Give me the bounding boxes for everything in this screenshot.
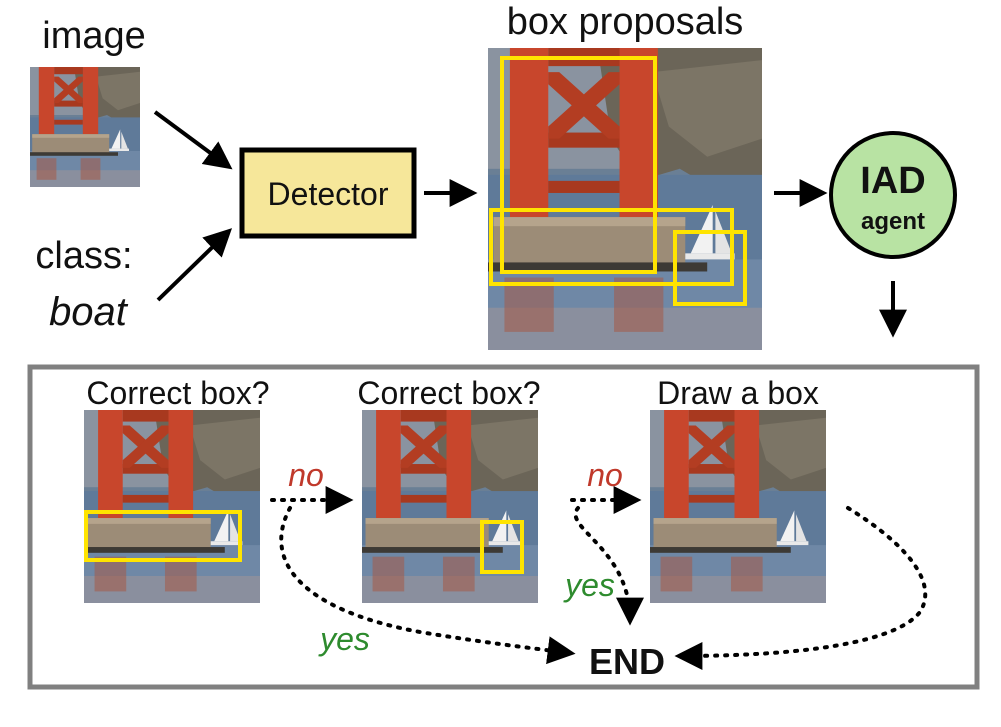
class-value: boat: [49, 290, 129, 334]
agent-label-main: IAD: [860, 160, 925, 202]
image-label: image: [42, 15, 146, 57]
detector-label: Detector: [268, 176, 389, 212]
flow-step3-to-end: [674, 506, 928, 670]
arrow-image-to-detector: [153, 110, 233, 170]
step1-box: [84, 510, 242, 562]
proposals-label: box proposals: [507, 1, 744, 43]
step2-label: Correct box?: [357, 375, 540, 411]
flow-yes-step2-to-end: [573, 506, 644, 626]
end-label: END: [589, 641, 665, 682]
step2-box: [480, 520, 524, 574]
yes-label-2: yes: [563, 567, 615, 603]
proposal-box-boat: [673, 230, 747, 306]
proposal-box-pier: [489, 208, 734, 286]
step1-label: Correct box?: [86, 375, 269, 411]
proposal-box-tower: [500, 56, 657, 274]
step3-image: [650, 410, 826, 603]
class-label: class:: [35, 235, 132, 277]
arrow-class-to-detector: [156, 228, 233, 302]
input-image: [30, 67, 140, 187]
step3-label: Draw a box: [657, 375, 819, 411]
step2-image: [362, 410, 538, 603]
agent-label-sub: agent: [861, 208, 925, 235]
yes-label-1: yes: [318, 621, 370, 657]
no-label-2: no: [587, 457, 623, 493]
step1-image: [84, 410, 260, 603]
flow-yes-step1-to-end: [279, 506, 576, 665]
detector-box: [239, 147, 417, 239]
agent-circle: [829, 131, 957, 259]
no-label-1: no: [288, 457, 324, 493]
interaction-panel: [27, 364, 980, 690]
